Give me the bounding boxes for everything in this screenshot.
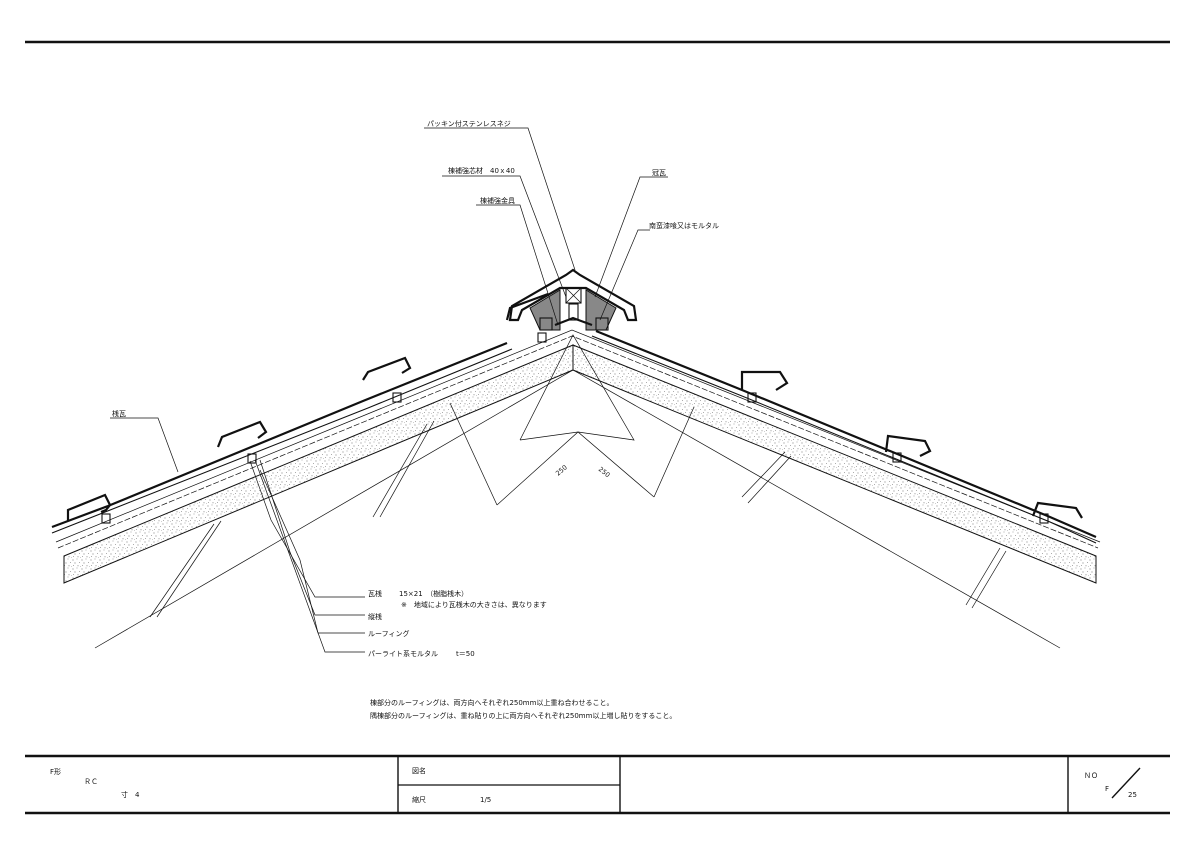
title-block xyxy=(25,754,1170,815)
spec-batten-note: ※ 地域により瓦桟木の大きさは、異なります xyxy=(401,600,547,609)
callout-ridge-bracket: 棟補強金具 xyxy=(480,196,515,205)
tiles-left xyxy=(51,292,549,534)
spec-roofing: ルーフィング xyxy=(368,629,409,638)
mortar-layer-right xyxy=(572,344,1097,584)
sheet-number: 25 xyxy=(1128,791,1137,799)
mortar-layer-left xyxy=(63,344,574,584)
type-label: F形 xyxy=(50,768,61,776)
callout-sangawara: 桟瓦 xyxy=(112,409,126,418)
dim-line-right xyxy=(653,406,695,498)
note-1: 棟部分のルーフィングは、両方向へそれぞれ250mm以上重ね合わせること。 xyxy=(370,698,613,707)
note-2: 隅棟部分のルーフィングは、重ね貼りの上に両方向へそれぞれ250mm以上増し貼りを… xyxy=(370,711,676,720)
scale-label: 縮尺 xyxy=(412,795,426,804)
spec-mortar-name: パーライト系モルタル xyxy=(368,649,438,658)
spec-batten-name: 瓦桟 xyxy=(368,589,382,598)
dim-left-label: 250 xyxy=(554,463,569,477)
callout-packing-screw: パッキン付ステンレスネジ xyxy=(427,119,511,128)
spec-counter-batten: 縦桟 xyxy=(368,612,382,621)
sheet-prefix: F xyxy=(1105,785,1109,793)
dim-right-label: 250 xyxy=(597,465,612,479)
callout-ridge-core: 棟補強芯材 40ｘ40 xyxy=(448,166,515,175)
ceiling-line-left xyxy=(94,369,574,649)
spec-mortar-value: t＝50 xyxy=(456,650,475,658)
dim-line xyxy=(496,431,655,506)
leader-lines xyxy=(110,127,668,653)
callout-kanmuri: 冠瓦 xyxy=(652,169,666,177)
dim-line-left xyxy=(449,402,498,506)
ridge-core-outline xyxy=(519,334,635,441)
ridge-cap xyxy=(508,268,638,331)
roofing-line-2 xyxy=(55,329,1101,543)
no-label: ＮＯ xyxy=(1084,772,1098,780)
spec-batten-value: 15×21 （樹脂桟木） xyxy=(399,589,468,598)
tiles-right xyxy=(591,329,1097,544)
roofing-line xyxy=(57,335,1099,549)
structure-label: ＲＣ xyxy=(84,778,98,786)
rafters xyxy=(149,420,1007,618)
slope-label: 寸 4 xyxy=(121,790,140,799)
drawing-name-label: 図名 xyxy=(412,766,426,775)
ceiling-line-right xyxy=(572,369,1061,649)
scale-value: 1/5 xyxy=(480,796,491,804)
callout-nankan: 南蛮漆喰又はモルタル xyxy=(649,221,719,230)
